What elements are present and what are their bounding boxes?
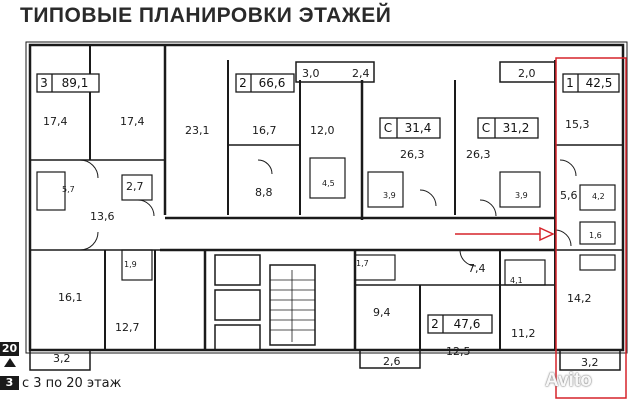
- room-area: 2,4: [352, 67, 370, 80]
- room-area: 4,5: [322, 179, 335, 188]
- apartment-badge-5: 1 42,5: [562, 73, 620, 93]
- apartment-rooms: 2: [239, 76, 247, 90]
- room-area: 13,6: [90, 210, 115, 223]
- room-area: 3,2: [53, 352, 71, 365]
- apartment-badge-3: С 31,4: [379, 117, 441, 139]
- apartment-rooms: С: [384, 121, 392, 135]
- room-area: 3,2: [581, 356, 599, 369]
- apartment-area: 47,6: [454, 317, 481, 331]
- room-area: 1,9: [124, 260, 137, 269]
- room-area: 17,4: [43, 115, 68, 128]
- room-area: 9,4: [373, 306, 391, 319]
- apartment-area: 66,6: [259, 76, 286, 90]
- room-area: 4,1: [510, 276, 523, 285]
- room-area: 2,7: [126, 180, 144, 193]
- floors-note: с 3 по 20 этаж: [22, 376, 122, 391]
- room-area: 15,3: [565, 118, 590, 131]
- room-area: 3,9: [515, 191, 528, 200]
- room-area: 4,2: [592, 192, 605, 201]
- room-area: 2,6: [383, 355, 401, 368]
- floor-range-top: 20: [0, 342, 19, 356]
- up-arrow-icon: [4, 358, 16, 367]
- apartment-badge-6: 2 47,6: [427, 314, 493, 334]
- apartment-rooms: С: [482, 121, 490, 135]
- apartment-badge-4: С 31,2: [477, 117, 539, 139]
- apartment-rooms: 2: [431, 317, 439, 331]
- room-area: 2,0: [518, 67, 536, 80]
- apartment-badge-1: 3 89,1: [36, 73, 100, 93]
- room-area: 1,6: [589, 231, 602, 240]
- room-area: 3,0: [302, 67, 320, 80]
- apartment-rooms: 3: [40, 76, 48, 90]
- plan-title: ТИПОВЫЕ ПЛАНИРОВКИ ЭТАЖЕЙ: [20, 4, 392, 27]
- room-area: 17,4: [120, 115, 145, 128]
- room-labels: 17,4 17,4 23,1 16,7 12,0 3,0 2,4 26,3 26…: [43, 67, 605, 369]
- room-area: 5,6: [560, 189, 578, 202]
- apartment-area: 31,2: [503, 121, 530, 135]
- room-area: 23,1: [185, 124, 210, 137]
- apartment-area: 89,1: [62, 76, 89, 90]
- room-area: 26,3: [466, 148, 491, 161]
- room-area: 5,7: [62, 185, 75, 194]
- apartment-area: 31,4: [405, 121, 432, 135]
- room-area: 12,5: [446, 345, 471, 358]
- room-area: 1,7: [356, 259, 369, 268]
- building-walls: [25, 41, 628, 371]
- floor-range-bottom: 3: [0, 376, 19, 390]
- apartment-area: 42,5: [586, 76, 613, 90]
- room-area: 12,0: [310, 124, 335, 137]
- room-area: 11,2: [511, 327, 536, 340]
- apartment-rooms: 1: [566, 76, 574, 90]
- avito-watermark: Avito: [545, 370, 592, 391]
- room-area: 12,7: [115, 321, 140, 334]
- room-area: 3,9: [383, 191, 396, 200]
- apartment-badge-2: 2 66,6: [235, 73, 295, 93]
- room-area: 16,7: [252, 124, 277, 137]
- entrance-arrow: [455, 226, 555, 242]
- room-area: 14,2: [567, 292, 592, 305]
- room-area: 16,1: [58, 291, 83, 304]
- highlighted-apartment: [555, 57, 627, 399]
- room-area: 7,4: [468, 262, 486, 275]
- room-area: 26,3: [400, 148, 425, 161]
- room-area: 8,8: [255, 186, 273, 199]
